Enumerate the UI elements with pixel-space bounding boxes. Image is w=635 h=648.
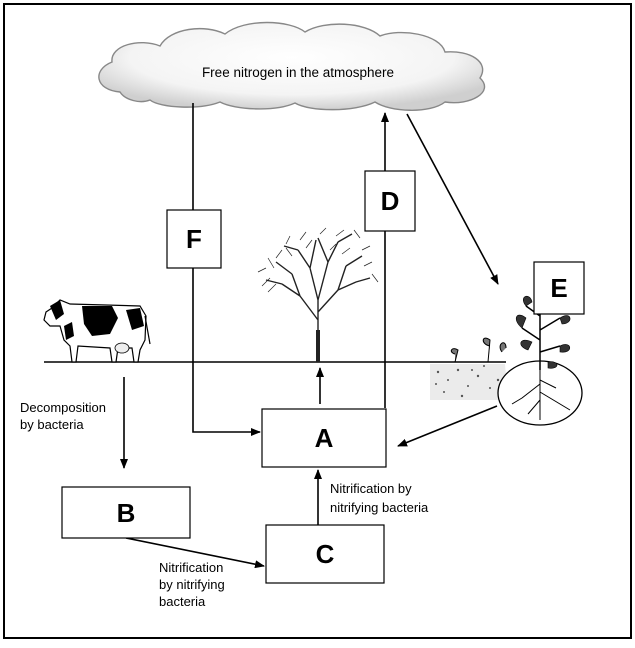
atmosphere-cloud: Free nitrogen in the atmosphere	[98, 21, 486, 111]
arrow-b-to-c	[125, 537, 265, 569]
nitrification-c-to-a-line1: Nitrification by	[330, 481, 412, 496]
box-c: C	[265, 524, 385, 584]
box-a: A	[261, 408, 387, 468]
cow-illustration	[43, 299, 151, 363]
box-f: F	[166, 209, 222, 269]
box-d: D	[364, 170, 416, 232]
box-f-label: F	[186, 224, 202, 254]
box-b: B	[61, 486, 191, 539]
nitrification-b-to-c-line3: bacteria	[159, 594, 206, 609]
arrow-plant-to-a	[397, 405, 498, 447]
arrow-cloud-to-plant	[406, 113, 499, 285]
box-e-label: E	[550, 273, 567, 303]
nitrification-b-to-c-label: Nitrification by nitrifying bacteria	[159, 560, 225, 609]
box-c-label: C	[316, 539, 335, 569]
nitrification-c-to-a-label: Nitrification by nitrifying bacteria	[330, 481, 429, 515]
box-a-label: A	[315, 423, 334, 453]
decomposition-label-line1: Decomposition	[20, 400, 106, 415]
nitrification-c-to-a-line2: nitrifying bacteria	[330, 500, 429, 515]
decomposition-label: Decomposition by bacteria	[20, 400, 106, 432]
plant-root-illustration	[430, 290, 583, 426]
box-d-label: D	[381, 186, 400, 216]
tree-illustration	[257, 227, 379, 362]
outer-frame	[3, 3, 632, 639]
nitrification-b-to-c-line1: Nitrification	[159, 560, 223, 575]
cloud-label: Free nitrogen in the atmosphere	[202, 65, 394, 80]
nitrification-b-to-c-line2: by nitrifying	[159, 577, 225, 592]
decomposition-label-line2: by bacteria	[20, 417, 84, 432]
box-e: E	[533, 261, 585, 315]
box-b-label: B	[117, 498, 136, 528]
